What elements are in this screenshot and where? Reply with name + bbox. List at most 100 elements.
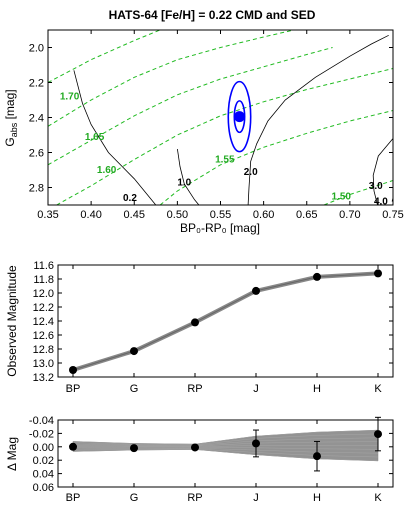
cmd-ytick-label: 2.0 [29,43,44,55]
residual-xtick-label: BP [66,492,81,504]
residual-xtick-label: H [313,492,321,504]
residual-band-line [72,441,379,447]
mass-track-label-4: 1.50 [332,191,352,202]
cmd-xtick-label: 0.70 [339,209,360,221]
sed-frame [57,264,394,378]
sed-ytick-label: 12.6 [33,330,54,342]
residual-point-J [252,439,260,448]
cmd-ytick-label: 2.4 [29,113,44,125]
residual-band-line [72,433,379,446]
sed-ytick-label: 11.6 [33,260,54,272]
mass-track-0 [48,30,294,127]
mass-track-4 [323,180,393,205]
sed-point-BP [69,366,77,374]
residual-ylabel: Δ Mag [5,437,19,471]
residual-ytick-label: -0.02 [29,428,54,440]
cmd-xtick-label: 0.40 [80,209,101,221]
residual-frame [57,419,394,488]
sed-xtick-label: BP [66,383,81,395]
figure-title: HATS-64 [Fe/H] = 0.22 CMD and SED [109,8,316,22]
sed-ylabel: Observed Magnitude [5,265,19,377]
residual-ytick-label: -0.04 [29,415,54,427]
cmd-xtick-label: 0.55 [210,209,231,221]
residual-point-BP [69,442,77,451]
residual-band-line [72,448,379,458]
cmd-xtick-label: 0.75 [382,209,403,221]
isochrone-1 [177,148,200,205]
cmd-ytick-label: 2.6 [29,148,44,160]
residual-ytick-label: 0.06 [33,482,54,494]
cmd-xtick-label: 0.65 [296,209,317,221]
sed-point-RP [191,318,199,327]
residual-xtick-label: K [374,492,382,504]
cmd-xlabel: BP₀-RP₀ [mag] [180,221,260,235]
sed-xtick-label: RP [187,383,202,395]
mass-track-1 [48,47,333,166]
cmd-marks: 1.701.651.601.551.500.21.02.03.04.0 [60,80,388,208]
isochrone-label-2: 2.0 [244,167,258,178]
residual-model-band [72,429,379,462]
sed-ytick-label: 12.2 [33,302,54,314]
cmd-panel: 1.701.651.601.551.500.21.02.03.04.0 0.35… [3,29,404,235]
sed-ytick-label: 12.0 [33,288,54,300]
isochrone-label-0: 0.2 [123,193,137,204]
sed-model-line [72,272,379,371]
residual-marks [69,416,382,472]
mass-track-label-2: 1.60 [97,165,117,176]
sed-ytick-label: 12.8 [33,344,54,356]
sed-ytick-label: 12.4 [33,316,54,328]
sed-point-K [374,269,382,278]
cmd-ylabel: Gabs [mag] [3,89,19,146]
sed-point-J [252,286,260,295]
residual-point-RP [191,443,199,452]
isochrone-label-4: 4.0 [374,197,388,208]
mass-track-5 [48,30,161,83]
isochrone-label-1: 1.0 [177,177,191,188]
mass-track-3 [159,110,393,205]
cmd-ytick-label: 2.8 [29,183,44,195]
residual-point-G [130,444,138,453]
mass-track-label-0: 1.70 [60,92,80,103]
isochrone-2 [247,34,389,205]
mass-track-label-3: 1.55 [215,155,235,166]
cmd-ytick-label: 2.2 [29,78,44,90]
residual-ytick-label: 0.02 [33,455,54,467]
residual-xtick-label: J [253,492,259,504]
sed-xtick-label: J [253,383,259,395]
star-point [233,111,245,123]
cmd-xtick-label: 0.35 [37,209,58,221]
isochrone-label-3: 3.0 [369,181,383,192]
cmd-ticks: 0.35 0.40 0.45 0.50 0.55 0.60 0.65 0.70 0.75 2.0 2… [29,30,404,221]
cmd-xtick-label: 0.45 [124,209,145,221]
residual-point-H [313,452,321,461]
cmd-xtick-label: 0.60 [253,209,274,221]
sed-ytick-label: 13.0 [33,358,54,370]
sed-point-H [313,272,321,281]
residual-band-line [72,429,379,445]
residual-xtick-label: RP [187,492,202,504]
sed-xtick-label: H [313,383,321,395]
residual-ytick-label: 0.04 [33,469,54,481]
svg-text:Gabs [mag]: Gabs [mag] [3,89,19,146]
sed-ytick-label: 13.2 [33,372,54,384]
residual-band-line [72,447,379,450]
residual-band-line [72,437,379,446]
mass-track-2 [56,68,393,205]
residual-band-line [72,449,379,462]
sed-point-G [130,347,138,356]
sed-xtick-label: G [130,383,139,395]
residual-point-K [374,430,382,439]
cmd-frame [47,29,394,206]
residual-xtick-label: G [130,492,139,504]
sed-xtick-label: K [374,383,382,395]
cmd-xtick-label: 0.50 [167,209,188,221]
cmd-curves [48,30,393,205]
error-ellipse-1 [227,80,252,153]
isochrone-3 [372,138,393,205]
residual-band-line [72,447,379,454]
